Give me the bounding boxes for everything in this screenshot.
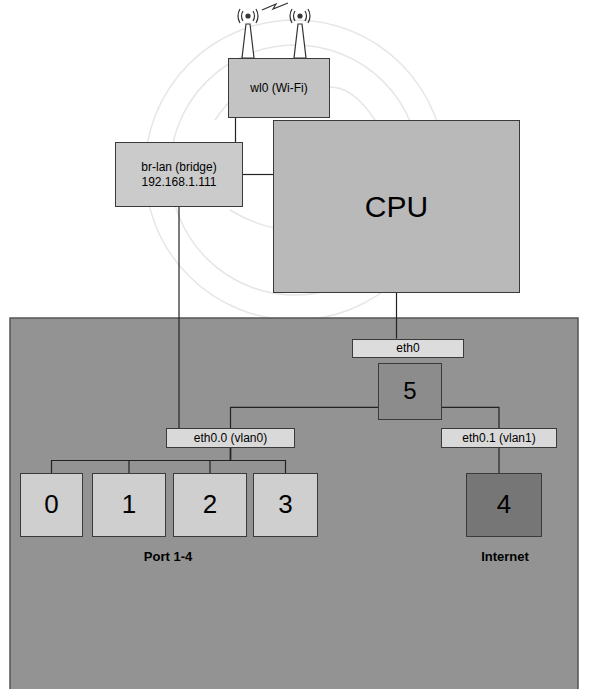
interface-box: wl0 (Wi-Fi) [228,58,330,118]
radio-waves [238,9,310,23]
node-text: 3 [278,489,292,520]
connector-line [442,407,499,428]
vlan-label: eth0.0 (vlan0) [166,428,295,448]
connector-line [243,174,273,175]
wireless-link [262,3,288,10]
node-text: wl0 (Wi-Fi) [250,81,307,95]
connector-line [235,118,236,142]
port-group-label: Port 1-4 [144,549,192,564]
switch-port: 2 [173,473,247,537]
vlan-label: eth0.1 (vlan1) [441,428,557,448]
node-text: 4 [497,489,511,520]
connector-line [231,407,379,428]
node-text: eth0.0 (vlan0) [194,431,267,445]
node-text: br-lan (bridge) [141,160,216,174]
node-text: 1 [122,489,136,520]
cpu-port: 5 [378,363,442,420]
connector-line [178,207,179,428]
node-text: 5 [403,377,416,406]
connector-line [210,448,231,473]
switch-port: 0 [20,473,83,537]
connector-line [231,448,286,473]
node-text: eth0 [396,341,419,355]
switch-panel [10,318,578,689]
node-text: eth0.1 (vlan1) [462,431,535,445]
node-text: 192.168.1.111 [142,175,217,189]
wan-port: 4 [466,473,542,537]
cpu-box: CPU [273,120,520,293]
switch-port: 3 [253,473,318,537]
switch-port: 1 [92,473,166,537]
antenna [242,24,306,58]
port-label: Internet [481,549,529,564]
interface-label: eth0 [352,339,464,358]
connector-line [52,448,231,473]
connector-line [129,448,231,473]
connector-line [396,293,397,339]
node-text: 0 [44,489,58,520]
node-text: 2 [203,489,217,520]
node-text: CPU [365,189,428,225]
connector-line [498,448,499,473]
bridge-box: br-lan (bridge)192.168.1.111 [115,142,243,207]
